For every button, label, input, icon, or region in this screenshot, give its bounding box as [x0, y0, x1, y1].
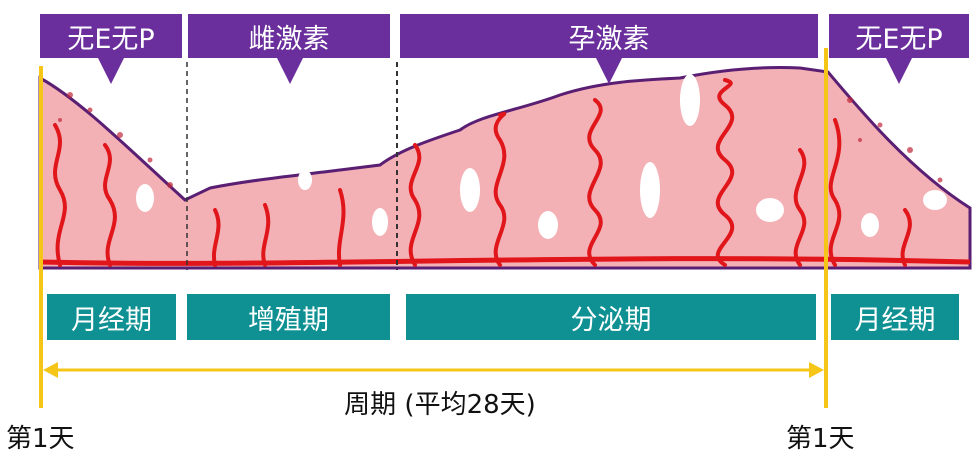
hormone-band-none-left: 无E无P	[40, 14, 182, 58]
arrow-down-icon	[596, 58, 622, 84]
arrow-left-icon	[43, 362, 58, 378]
arrow-down-icon	[277, 58, 303, 84]
phase-band-menstrual-right: 月经期	[831, 294, 959, 340]
arrow-right-icon	[809, 362, 824, 378]
basal-vessel	[39, 256, 971, 266]
day-one-label-right: 第1天	[786, 424, 855, 454]
phase-band-secretory: 分泌期	[406, 294, 816, 340]
endometrium-tissue	[38, 65, 972, 270]
day-one-label-left: 第1天	[6, 424, 75, 454]
arrow-down-icon	[886, 58, 912, 84]
hormone-band-estrogen: 雌激素	[188, 14, 390, 58]
phase-band-menstrual-left: 月经期	[47, 294, 176, 340]
arrow-down-icon	[98, 58, 124, 84]
phase-band-proliferative: 增殖期	[187, 294, 390, 340]
cycle-label: 周期 (平均28天)	[344, 390, 536, 420]
hormone-band-progesterone: 孕激素	[400, 14, 818, 58]
hormone-band-none-right: 无E无P	[829, 14, 969, 58]
